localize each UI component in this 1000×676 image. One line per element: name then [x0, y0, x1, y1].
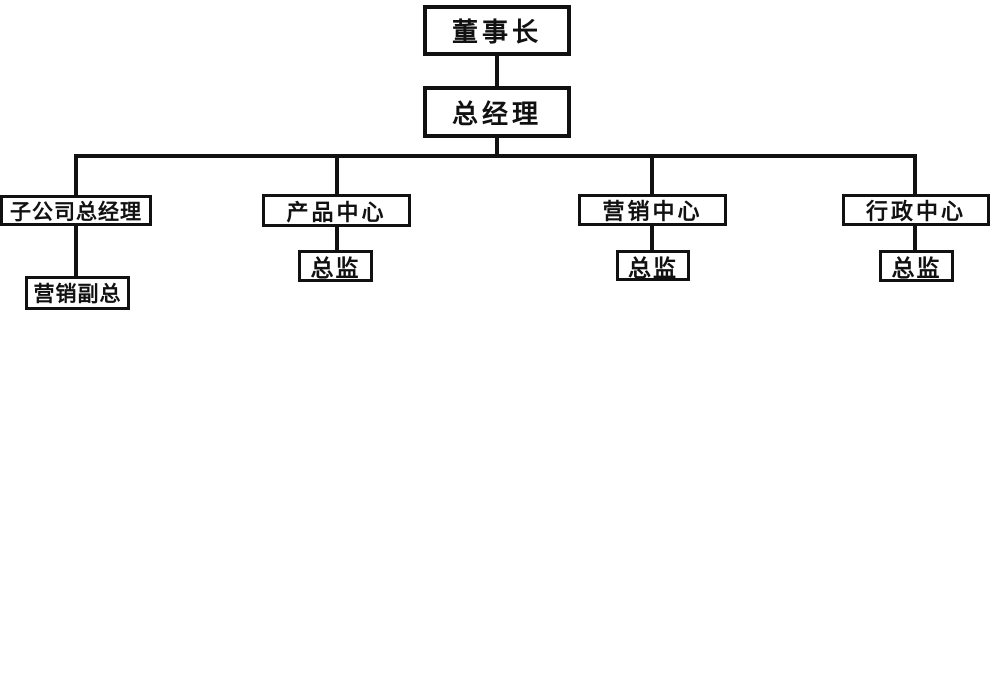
connector-marketing-center-director [650, 225, 654, 251]
node-subsidiary-general-manager: 子公司总经理 [0, 195, 152, 226]
node-admin-center: 行政中心 [842, 194, 990, 226]
node-marketing-center-label: 营销中心 [602, 199, 703, 224]
node-marketing-vp-label: 营销副总 [33, 283, 122, 306]
node-subsidiary-general-manager-label: 子公司总经理 [10, 200, 142, 224]
connector-subsidiary-gm-marketing-vp [74, 225, 78, 277]
connector-product-center-director [335, 226, 339, 251]
node-general-manager: 总经理 [423, 86, 571, 138]
connector-drop-marketing-center [650, 154, 654, 196]
node-director-product: 总监 [298, 250, 373, 282]
node-marketing-center: 营销中心 [578, 194, 727, 226]
connector-chairman-gm [495, 55, 499, 87]
node-marketing-vp: 营销副总 [25, 276, 130, 310]
connector-gm-stem [495, 137, 499, 156]
connector-drop-subsidiary-gm [74, 154, 78, 197]
node-admin-center-label: 行政中心 [865, 199, 966, 224]
node-product-center: 产品中心 [262, 194, 411, 227]
node-director-admin: 总监 [879, 250, 954, 282]
connector-horizontal-bar [74, 154, 917, 158]
connector-drop-product-center [335, 154, 339, 196]
node-director-admin-label: 总监 [891, 255, 942, 281]
node-director-product-label: 总监 [310, 255, 361, 281]
node-chairman: 董事长 [423, 5, 571, 56]
node-general-manager-label: 总经理 [451, 98, 542, 129]
node-director-marketing: 总监 [616, 250, 690, 281]
node-product-center-label: 产品中心 [286, 199, 387, 225]
node-chairman-label: 董事长 [451, 17, 542, 47]
connector-admin-center-director [913, 225, 917, 251]
node-director-marketing-label: 总监 [628, 254, 678, 281]
connector-drop-admin-center [913, 154, 917, 196]
